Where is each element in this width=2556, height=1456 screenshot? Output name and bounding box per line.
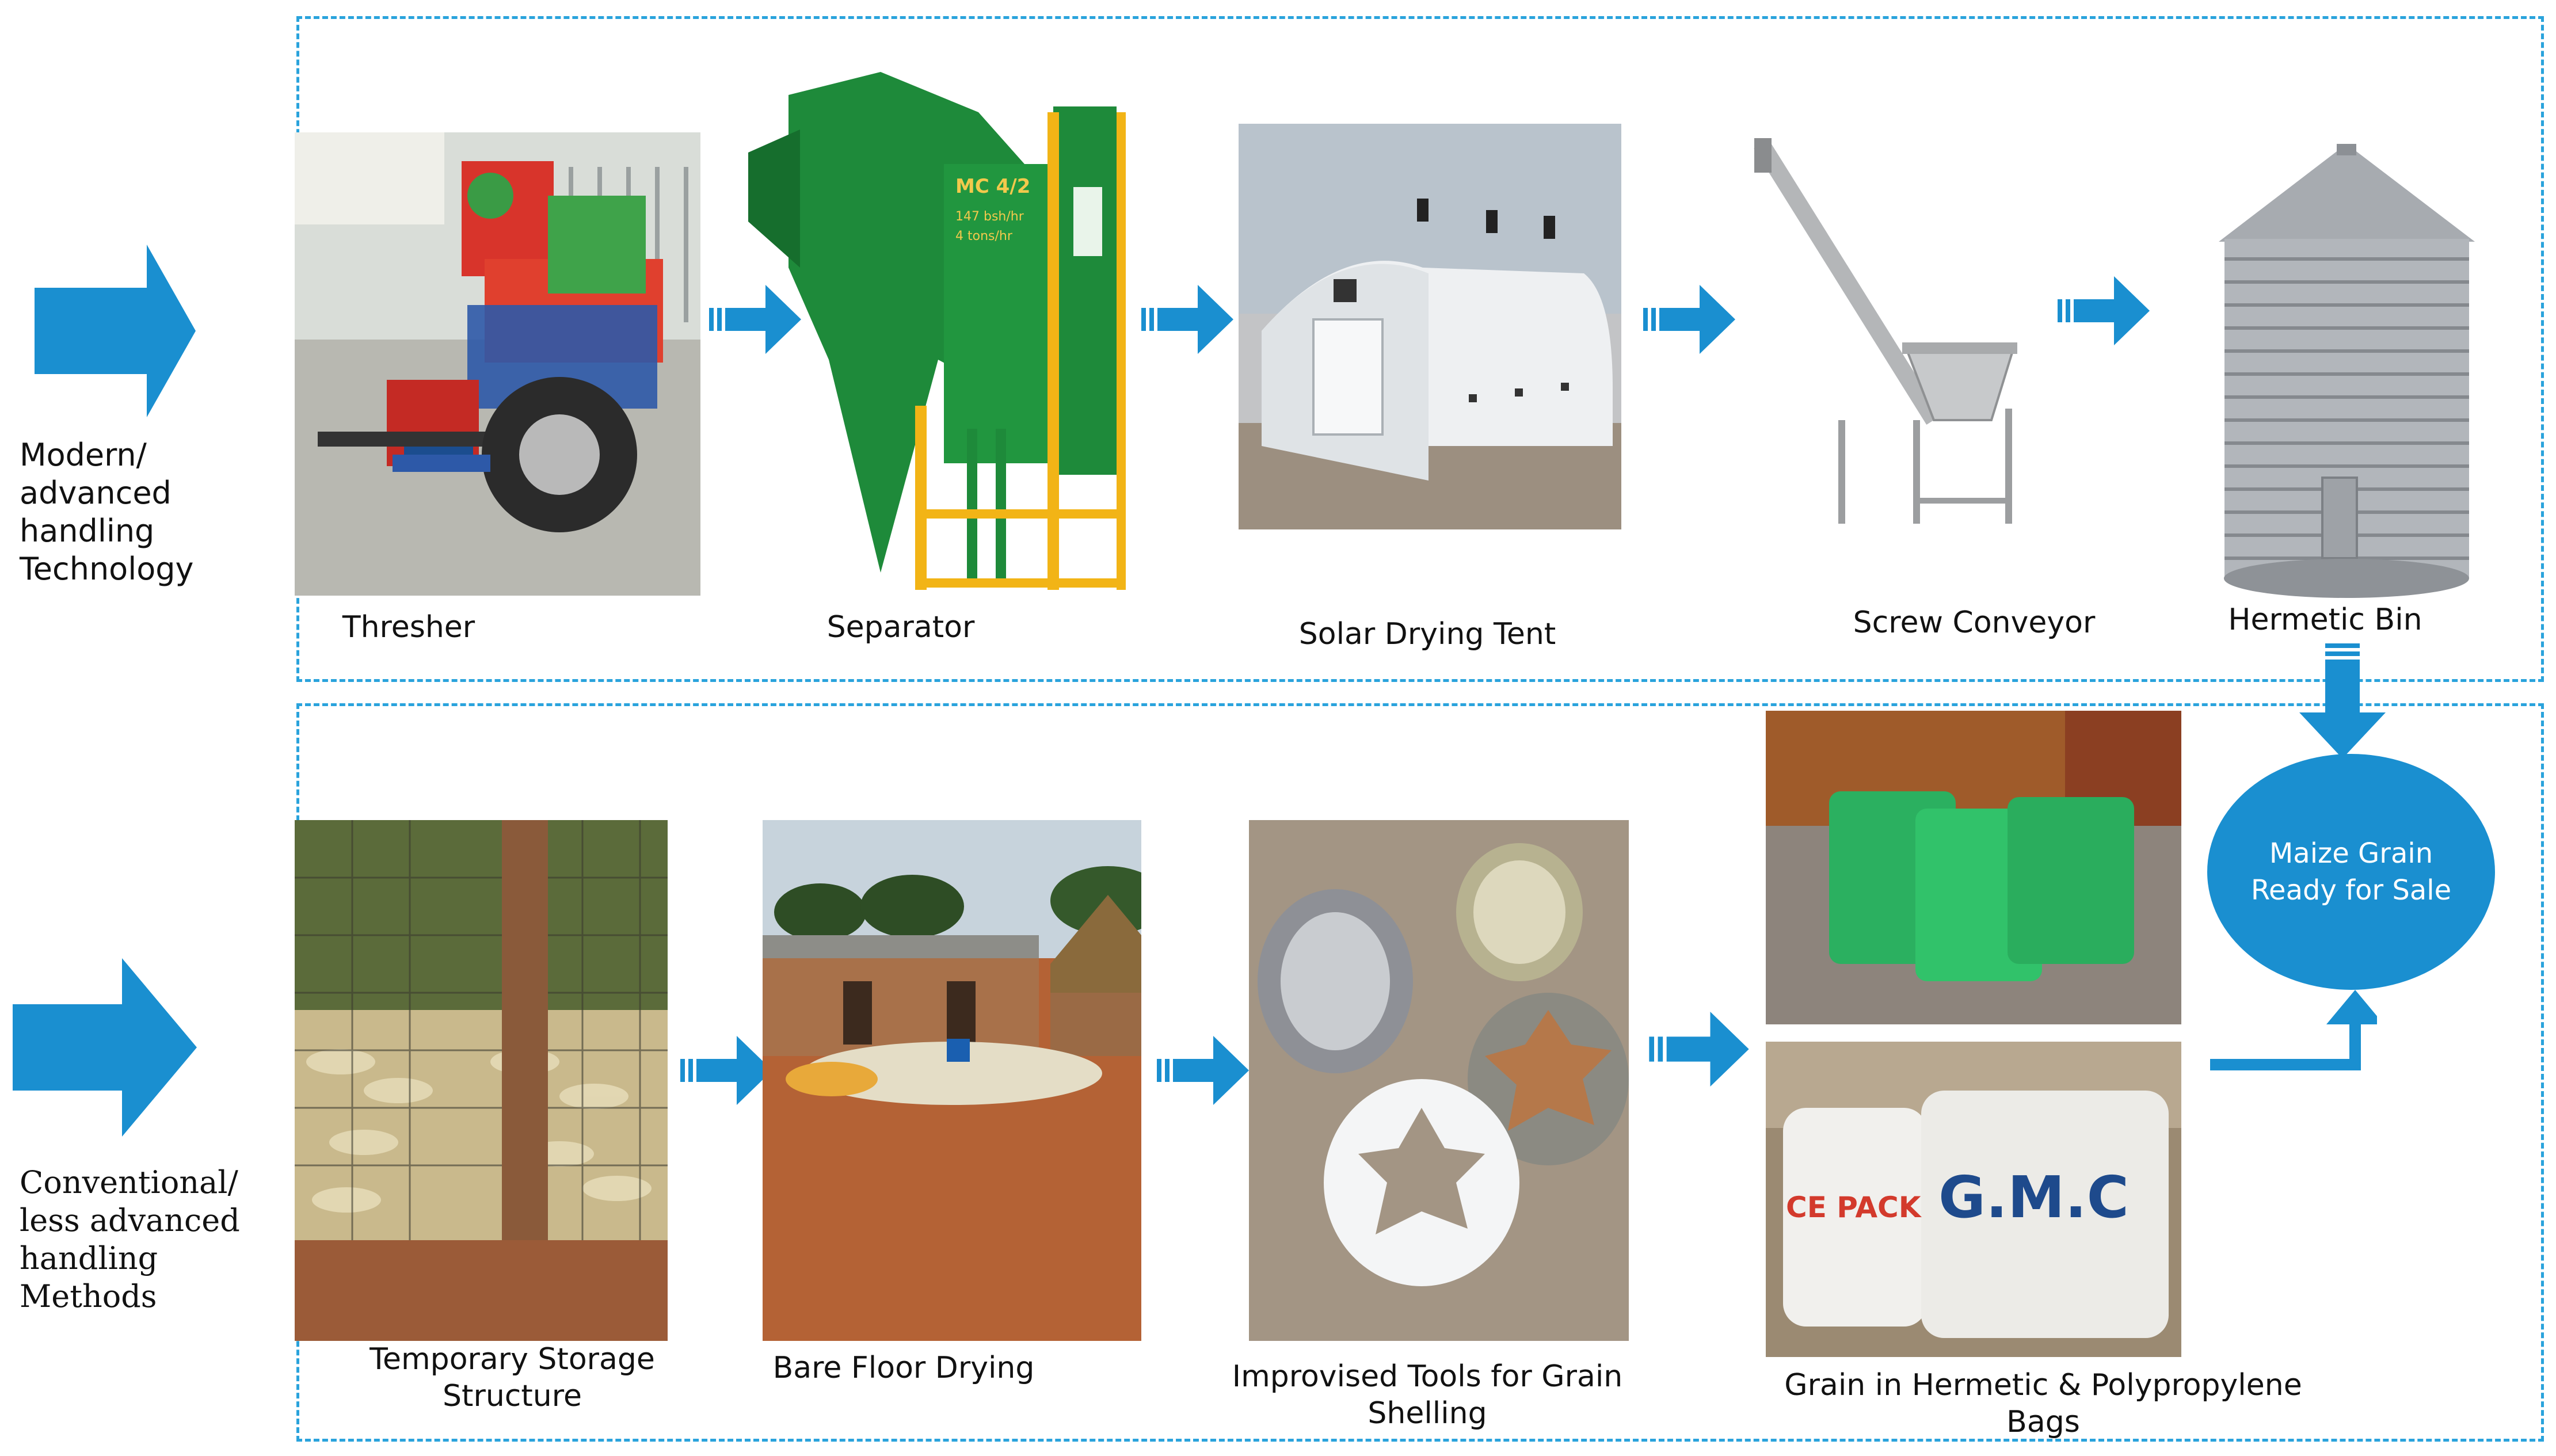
step-arrow-icon — [1157, 1036, 1249, 1105]
thresher-photo — [295, 132, 700, 596]
improvised-shelling-tools-photo — [1249, 820, 1629, 1341]
step-label-thresher: Thresher — [342, 610, 475, 645]
bag-print-left: CE PACK — [1786, 1191, 1922, 1224]
step-label-bare-floor-drying: Bare Floor Drying — [772, 1351, 1035, 1385]
bag-print-right: G.M.C — [1938, 1164, 2129, 1231]
conventional-entry-arrow-icon — [13, 958, 197, 1137]
elbow-arrow-icon — [2210, 990, 2377, 1070]
hermetic-silo-bin — [2219, 144, 2475, 604]
step-label-grain-bags: Grain in Hermetic & Polypropylene Bags — [1784, 1368, 2302, 1439]
step-label-improvised-tools: Improvised Tools for Grain Shelling — [1232, 1359, 1623, 1431]
separator-tonnage-text: 4 tons/hr — [955, 229, 1013, 243]
step-label-solar-drying-tent: Solar Drying Tent — [1298, 617, 1556, 651]
separator-machine: MC 4/2 147 bsh/hr 4 tons/hr — [748, 60, 1128, 601]
bare-floor-drying-photo — [763, 820, 1141, 1341]
step-label-separator: Separator — [826, 610, 975, 645]
solar-drying-tent-photo — [1239, 124, 1621, 529]
step-label-hermetic-bin: Hermetic Bin — [2228, 603, 2422, 637]
screw-conveyor-machine — [1744, 121, 2032, 541]
down-arrow-icon — [2299, 643, 2386, 759]
modern-entry-arrow-icon — [35, 245, 196, 417]
step-arrow-icon — [680, 1036, 772, 1105]
separator-model-text: MC 4/2 — [955, 175, 1030, 198]
modern-group-label: Modern/ advanced handling Technology — [20, 437, 194, 587]
separator-capacity-text: 147 bsh/hr — [955, 209, 1024, 224]
maize-grain-ready-for-sale-node: Maize Grain Ready for Sale — [2207, 754, 2495, 990]
step-arrow-icon — [1649, 1012, 1749, 1087]
step-label-screw-conveyor: Screw Conveyor — [1853, 605, 2096, 640]
conventional-group-label: Conventional/ less advanced handling Met… — [20, 1164, 240, 1314]
step-label-temporary-storage-structure: Temporary Storage Structure — [370, 1342, 655, 1413]
corn-crib-photo — [295, 820, 668, 1341]
step-arrow-icon — [1643, 285, 1735, 354]
grain-bags-photos: CE PACK G.M.C — [1766, 711, 2181, 1357]
step-arrow-icon — [2058, 276, 2150, 345]
step-arrow-icon — [1141, 285, 1233, 354]
